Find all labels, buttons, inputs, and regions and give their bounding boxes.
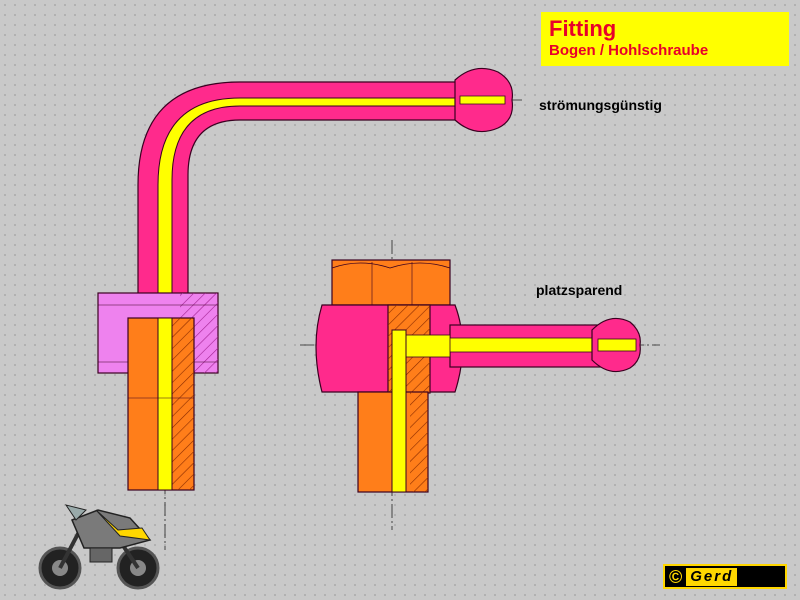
title-box: Fitting Bogen / Hohlschraube bbox=[541, 12, 789, 66]
diagram-title: Fitting bbox=[549, 16, 617, 41]
banjo-bolt-head bbox=[331, 259, 451, 306]
copyright-badge: © Gerd bbox=[663, 564, 787, 589]
banjo-cross-bore bbox=[399, 334, 451, 358]
copyright-symbol: © bbox=[669, 566, 683, 587]
banjo-hose-bore bbox=[444, 337, 611, 353]
elbow-body-bore bbox=[157, 317, 173, 491]
copyright-name: Gerd bbox=[686, 567, 738, 586]
diagram-subtitle: Bogen / Hohlschraube bbox=[549, 42, 709, 59]
banjo-body-hatch bbox=[410, 392, 428, 492]
banjo-axial-bore bbox=[391, 329, 407, 493]
label-streamlined: strömungsgünstig bbox=[539, 97, 662, 113]
elbow-body-hatch bbox=[172, 318, 194, 490]
banjo-fitting bbox=[300, 240, 660, 530]
banjo-eye-bore bbox=[597, 338, 637, 352]
elbow-fitting bbox=[97, 67, 525, 550]
label-space-saving: platzsparend bbox=[536, 282, 623, 298]
motorcycle-icon bbox=[38, 504, 160, 590]
banjo-head-chamfer bbox=[331, 262, 451, 269]
elbow-banjo-bore bbox=[459, 95, 506, 105]
